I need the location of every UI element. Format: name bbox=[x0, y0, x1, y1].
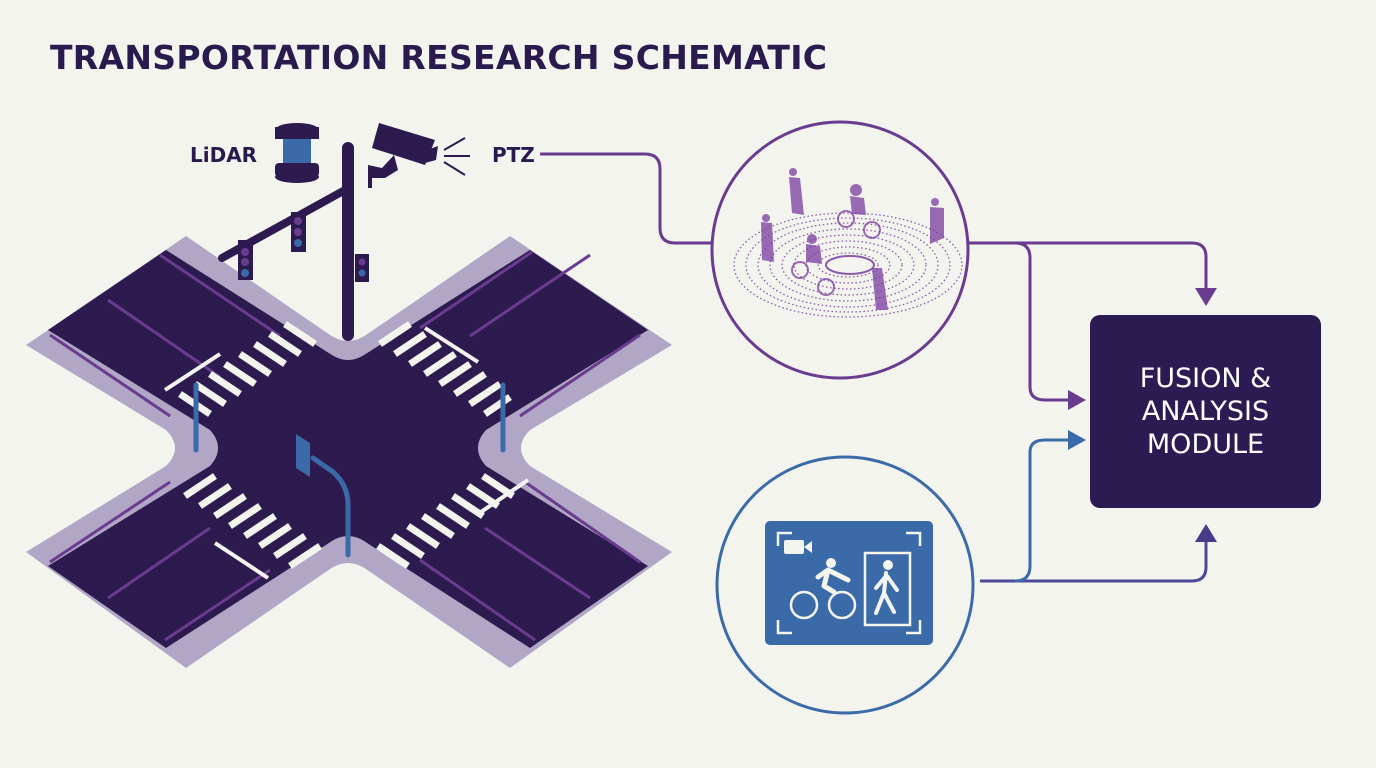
point-cloud-figures bbox=[761, 168, 944, 310]
lidar-to-module-top-connector bbox=[968, 241, 1208, 290]
fusion-analysis-module: FUSION & ANALYSIS MODULE bbox=[1090, 315, 1321, 508]
sensor-posts bbox=[193, 382, 506, 558]
connectors bbox=[540, 152, 1208, 583]
point-cloud-rings bbox=[733, 212, 963, 318]
module-line-1: FUSION & bbox=[1139, 363, 1272, 394]
intersection bbox=[26, 236, 672, 668]
module-line-2: ANALYSIS bbox=[1141, 396, 1270, 427]
arrowheads bbox=[1068, 288, 1217, 542]
module-line-3: MODULE bbox=[1146, 429, 1265, 460]
signal-pole bbox=[218, 142, 369, 341]
cyclist-icon bbox=[789, 558, 857, 620]
frame-corners bbox=[776, 531, 922, 635]
video-camera-icon bbox=[784, 540, 812, 554]
traffic-light-3 bbox=[355, 254, 369, 282]
camera-view-node bbox=[715, 455, 975, 715]
camera-to-module-left-connector bbox=[1014, 438, 1070, 583]
lidar-icon bbox=[275, 123, 319, 183]
lidar-to-module-left-connector bbox=[1014, 241, 1070, 402]
stop-lines bbox=[163, 326, 530, 580]
road bbox=[48, 250, 648, 648]
camera-frame bbox=[765, 521, 933, 645]
pedestrian-bounding-box bbox=[863, 551, 912, 627]
page-title: TRANSPORTATION RESEARCH SCHEMATIC bbox=[50, 38, 828, 77]
camera-to-module-bottom-connector bbox=[980, 540, 1208, 583]
ptz-camera-icon bbox=[368, 123, 470, 188]
pedestrian-icon bbox=[874, 560, 899, 615]
ptz-to-lidar-view-connector bbox=[540, 152, 715, 245]
ptz-label: PTZ bbox=[492, 143, 535, 167]
lane-lines bbox=[49, 250, 641, 642]
traffic-light-1 bbox=[238, 240, 253, 280]
sign-icon bbox=[296, 434, 310, 477]
traffic-light-2 bbox=[291, 212, 306, 252]
lidar-view-node bbox=[710, 120, 970, 380]
lidar-label: LiDAR bbox=[190, 143, 258, 167]
